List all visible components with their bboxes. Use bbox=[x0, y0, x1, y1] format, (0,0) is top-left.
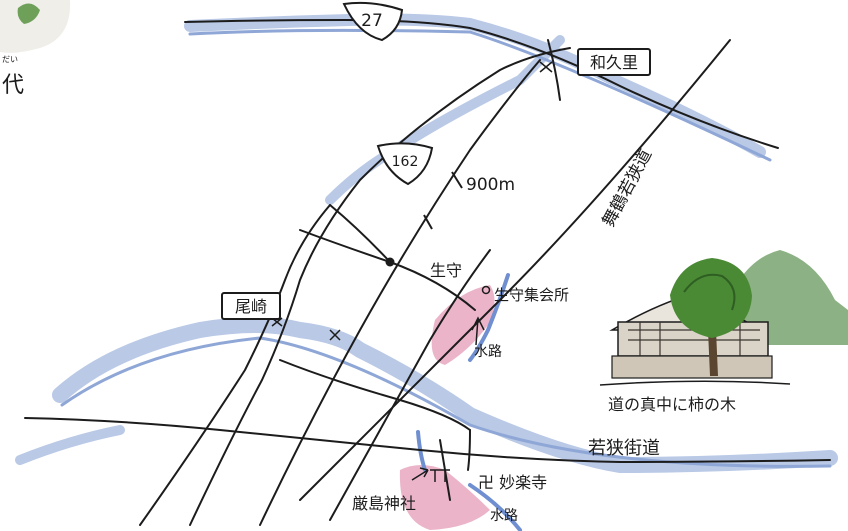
road-temple-spur bbox=[467, 429, 471, 471]
river-bands bbox=[15, 13, 838, 473]
house-wall bbox=[617, 321, 769, 357]
route-shield-162: 162 bbox=[376, 142, 434, 186]
river-middle-edge bbox=[60, 336, 832, 468]
ogyu-label: 生守 bbox=[430, 261, 462, 280]
ponds bbox=[399, 285, 495, 530]
crossing-mark bbox=[539, 61, 553, 73]
ogyu-dot bbox=[385, 257, 395, 267]
road-railway bbox=[299, 39, 731, 501]
route-162-label: 162 bbox=[392, 154, 419, 170]
river-top bbox=[184, 13, 766, 158]
persimmon-illustration bbox=[599, 250, 848, 386]
river-edges bbox=[60, 28, 832, 468]
road-route-27 bbox=[184, 19, 779, 149]
pond-ogyu bbox=[431, 285, 495, 365]
pond-shrine bbox=[399, 465, 490, 530]
stone-wall bbox=[611, 355, 773, 379]
waterway-ogyu bbox=[468, 273, 510, 362]
road-route-162 bbox=[189, 47, 571, 526]
distance-label: 900m bbox=[466, 175, 515, 195]
ogyu-hall-label: 生守集会所 bbox=[494, 286, 569, 304]
tree-canopy bbox=[670, 258, 752, 338]
corner-text: 代 bbox=[2, 73, 24, 98]
paper-wash bbox=[0, 0, 71, 53]
temple-label: 卍 妙楽寺 bbox=[478, 473, 547, 492]
ground-line bbox=[599, 380, 791, 386]
road-wakuri-spur bbox=[547, 39, 561, 101]
distance-tick-upper bbox=[451, 171, 463, 189]
railway-label: 舞鶴若狭道 bbox=[599, 146, 657, 230]
crossing-marks bbox=[271, 61, 553, 341]
river-top-edge bbox=[188, 28, 772, 162]
waterway-label-ogyu: 水路 bbox=[474, 344, 502, 360]
arrow-shrine bbox=[411, 467, 429, 481]
waterway-shrine-a bbox=[416, 430, 427, 472]
roads bbox=[24, 19, 831, 526]
kaido-label: 若狭街道 bbox=[588, 438, 660, 459]
waterway-shrine-b bbox=[468, 483, 522, 531]
corner-ruby: だい bbox=[2, 55, 18, 64]
river-left bbox=[15, 425, 125, 465]
waterways bbox=[416, 273, 522, 531]
road-wakasa-kaido bbox=[24, 417, 831, 463]
torii-icon bbox=[430, 469, 450, 482]
label-ozaki: 尾崎 bbox=[221, 292, 281, 320]
tree-shading bbox=[683, 273, 736, 311]
route-27-label: 27 bbox=[361, 11, 383, 31]
wakuri-text: 和久里 bbox=[590, 53, 638, 72]
ogyu-hall-marker bbox=[481, 285, 491, 295]
distance-ticks bbox=[423, 171, 463, 230]
road-lower-cross bbox=[279, 359, 471, 431]
leaf-icon bbox=[17, 3, 40, 24]
crossing-mark bbox=[271, 317, 283, 327]
crossing-mark bbox=[329, 329, 341, 341]
road-route-162-b bbox=[139, 204, 331, 526]
route-shield-27: 27 bbox=[342, 1, 404, 42]
river-middle bbox=[52, 317, 838, 473]
label-wakuri: 和久里 bbox=[577, 48, 651, 76]
waterway-label-shrine: 水路 bbox=[490, 508, 518, 524]
road-lane-b bbox=[329, 249, 491, 521]
arrow-waterway-ogyu bbox=[471, 316, 485, 346]
ozaki-text: 尾崎 bbox=[235, 297, 267, 316]
road-ogyu-link bbox=[329, 204, 391, 263]
kaki-caption: 道の真中に柿の木 bbox=[608, 395, 736, 414]
shrine-label: 厳島神社 bbox=[352, 494, 416, 513]
distance-tick-lower bbox=[423, 214, 433, 230]
